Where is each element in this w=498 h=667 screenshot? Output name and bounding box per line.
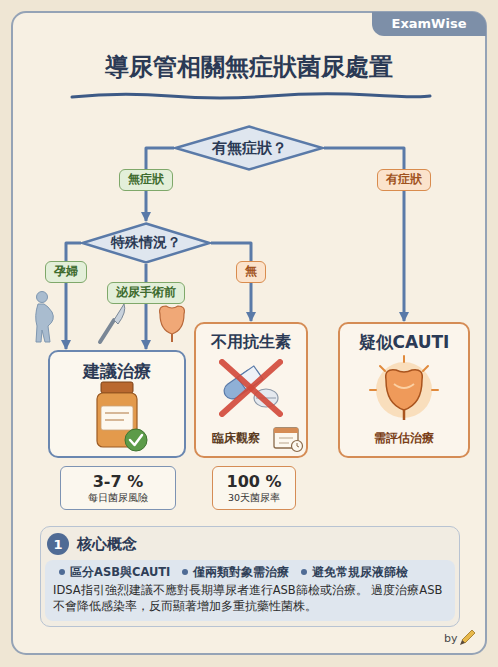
title-underline <box>72 94 430 98</box>
node-text: 避免常規尿液篩檢 <box>312 565 408 579</box>
diagram-title: 導尿管相關無症狀菌尿處置 <box>0 52 498 82</box>
edge-label: 有症狀 <box>377 169 431 191</box>
flow-arrow <box>66 243 81 349</box>
bladder-icon <box>160 306 185 342</box>
node-text: 臨床觀察 <box>212 431 260 446</box>
node-text: 3-7 % <box>93 473 144 491</box>
bullet-dot <box>59 569 65 575</box>
signature-label: by <box>444 632 458 646</box>
edge-label: 無症狀 <box>119 169 173 191</box>
paper-frame <box>12 12 486 654</box>
bullet-dot <box>301 569 307 575</box>
bullet-dot <box>182 569 188 575</box>
process-box: 疑似CAUTI 需評估治療 <box>338 322 470 458</box>
node-text: 特殊情況？ <box>111 234 181 252</box>
summary-panel: 核心概念 1 區分ASB與CAUTI 僅兩類對象需治療 避免常規尿液篩檢 IDSA指引強烈… <box>40 526 460 627</box>
diamond-outline <box>176 127 323 170</box>
edge-label: 無 <box>236 261 266 283</box>
edge-label: 孕婦 <box>45 261 87 283</box>
pregnant-figure <box>36 292 54 343</box>
pencil-icon <box>460 630 475 645</box>
node-text: 核心概念 <box>77 534 455 554</box>
node-text: ExamWise <box>392 16 467 32</box>
decision-diamond: 有無症狀？ <box>174 125 324 171</box>
pill-bottle <box>97 382 147 451</box>
stat-box: 100 %30天菌尿率 <box>212 466 296 510</box>
note-band: 區分ASB與CAUTI 僅兩類對象需治療 避免常規尿液篩檢 IDSA指引強烈建議不應對… <box>45 560 455 621</box>
node-text: 區分ASB與CAUTI <box>70 565 170 579</box>
bullet-item: 僅兩類對象需治療 <box>176 565 289 579</box>
diamond-outline <box>83 224 210 263</box>
bullet-item: 避免常規尿液篩檢 <box>295 565 408 579</box>
callout-number: 1 <box>47 533 69 555</box>
node-text: 不用抗生素 <box>211 332 291 352</box>
stat-box: 3-7 %每日菌尿風險 <box>60 466 176 510</box>
box-fill <box>48 350 186 458</box>
node-text: 1 <box>53 538 62 551</box>
node-text: 每日菌尿風險 <box>88 492 148 503</box>
node-text: 有無症狀？ <box>212 139 287 158</box>
connectors <box>66 148 404 349</box>
node-text: 30天菌尿率 <box>228 492 280 503</box>
brand-tab: ExamWise <box>372 12 486 36</box>
bullet-item: 區分ASB與CAUTI <box>53 565 170 579</box>
inflamed-bladder <box>370 356 438 420</box>
node-text: 疑似CAUTI <box>359 332 450 353</box>
flow-arrow <box>145 264 148 349</box>
crossed-pills <box>221 362 280 414</box>
node-text: 需評估治療 <box>374 431 434 446</box>
node-text: 僅兩類對象需治療 <box>193 565 289 579</box>
edge-label: 泌尿手術前 <box>107 282 185 304</box>
bullet-row: 區分ASB與CAUTI 僅兩類對象需治療 避免常規尿液篩檢 <box>53 565 447 579</box>
scalpel-icon <box>100 304 125 342</box>
process-box: 建議治療 <box>48 350 186 458</box>
node-text: 100 % <box>227 473 282 491</box>
calendar-icon <box>274 428 303 452</box>
box-fill <box>194 322 308 458</box>
node-text: 建議治療 <box>83 361 151 382</box>
decision-diamond: 特殊情況？ <box>81 222 211 264</box>
box-fill <box>338 322 470 458</box>
node-text: IDSA指引強烈建議不應對長期導尿者進行ASB篩檢或治療。 過度治療ASB不會降… <box>53 582 447 614</box>
process-box: 不用抗生素臨床觀察 <box>194 322 308 458</box>
